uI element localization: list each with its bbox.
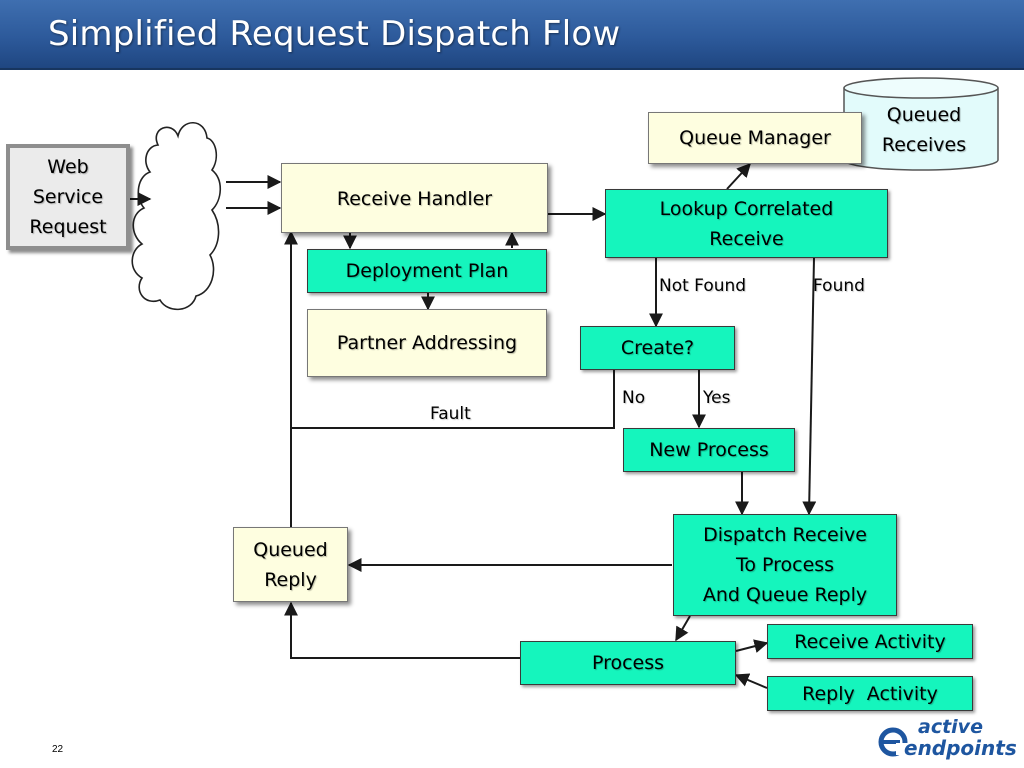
arrow-fault — [291, 370, 615, 429]
web-service-request-box: Web Service Request — [6, 144, 130, 250]
dispatch-line-1: Dispatch Receive — [703, 524, 867, 546]
new-process-box: New Process — [623, 428, 795, 472]
slide-title: Simplified Request Dispatch Flow — [48, 14, 621, 54]
edge-label-found: Found — [813, 276, 865, 296]
logo-text-line-2: endpoints — [904, 736, 1017, 760]
logo-text-line-1: active — [918, 716, 983, 738]
dispatch-line-2: To Process — [735, 554, 835, 576]
lookup-correlated-receive-box: Lookup Correlated Receive — [605, 189, 888, 258]
new-process-label: New Process — [649, 439, 769, 461]
partner-addressing-box: Partner Addressing — [307, 309, 547, 377]
queued-receives-line-2: Receives — [881, 134, 967, 156]
arrow-reply-activity-to-process — [734, 673, 768, 689]
create-label: Create? — [620, 337, 695, 359]
web-service-request-line-1: Web — [47, 156, 89, 178]
arrow-lookup-to-queue-manager — [726, 162, 751, 190]
queued-reply-line-1: Queued — [253, 538, 328, 561]
create-decision-box: Create? — [580, 326, 735, 370]
queued-receives-line-1: Queued — [886, 104, 962, 126]
process-label: Process — [591, 652, 665, 674]
queue-manager-label: Queue Manager — [679, 127, 831, 149]
edge-label-not-found: Not Found — [659, 276, 747, 296]
arrow-dispatch-to-process — [675, 615, 691, 642]
deployment-plan-box: Deployment Plan — [307, 249, 547, 293]
partner-addressing-label: Partner Addressing — [336, 332, 518, 354]
network-cloud-icon — [131, 121, 222, 311]
receive-activity-box: Receive Activity — [767, 624, 973, 659]
deployment-plan-label: Deployment Plan — [345, 260, 509, 282]
edge-label-fault: Fault — [430, 404, 471, 424]
reply-activity-box: Reply Activity — [767, 676, 973, 711]
arrow-process-to-queued-reply — [284, 601, 520, 659]
queued-receives-label: Queued Receives — [850, 100, 998, 160]
dispatch-receive-box: Dispatch Receive To Process And Queue Re… — [673, 514, 897, 616]
web-service-request-line-2: Service — [32, 186, 104, 208]
queued-reply-box: Queued Reply — [233, 527, 348, 602]
receive-activity-label: Receive Activity — [794, 630, 946, 653]
lookup-line-1: Lookup Correlated — [659, 197, 834, 220]
title-bar: Simplified Request Dispatch Flow — [0, 0, 1024, 70]
dispatch-line-3: And Queue Reply — [702, 584, 868, 606]
queued-receives-database-icon — [843, 77, 999, 171]
logo-swirl-icon — [878, 727, 908, 757]
queued-reply-line-2: Reply — [264, 568, 317, 591]
reply-activity-label: Reply Activity — [802, 682, 938, 705]
process-box: Process — [520, 641, 736, 685]
queue-manager-box: Queue Manager — [648, 112, 862, 164]
lookup-line-2: Receive — [709, 227, 784, 250]
edge-label-no: No — [622, 388, 646, 408]
web-service-request-line-3: Request — [29, 216, 107, 238]
arrow-process-to-receive-activity — [735, 639, 769, 653]
edge-label-yes: Yes — [703, 388, 731, 408]
receive-handler-label: Receive Handler — [336, 188, 493, 210]
active-endpoints-logo: active endpoints — [878, 716, 1018, 762]
arrow-found — [802, 257, 817, 516]
page-number: 22 — [52, 744, 64, 755]
receive-handler-box: Receive Handler — [281, 163, 548, 233]
